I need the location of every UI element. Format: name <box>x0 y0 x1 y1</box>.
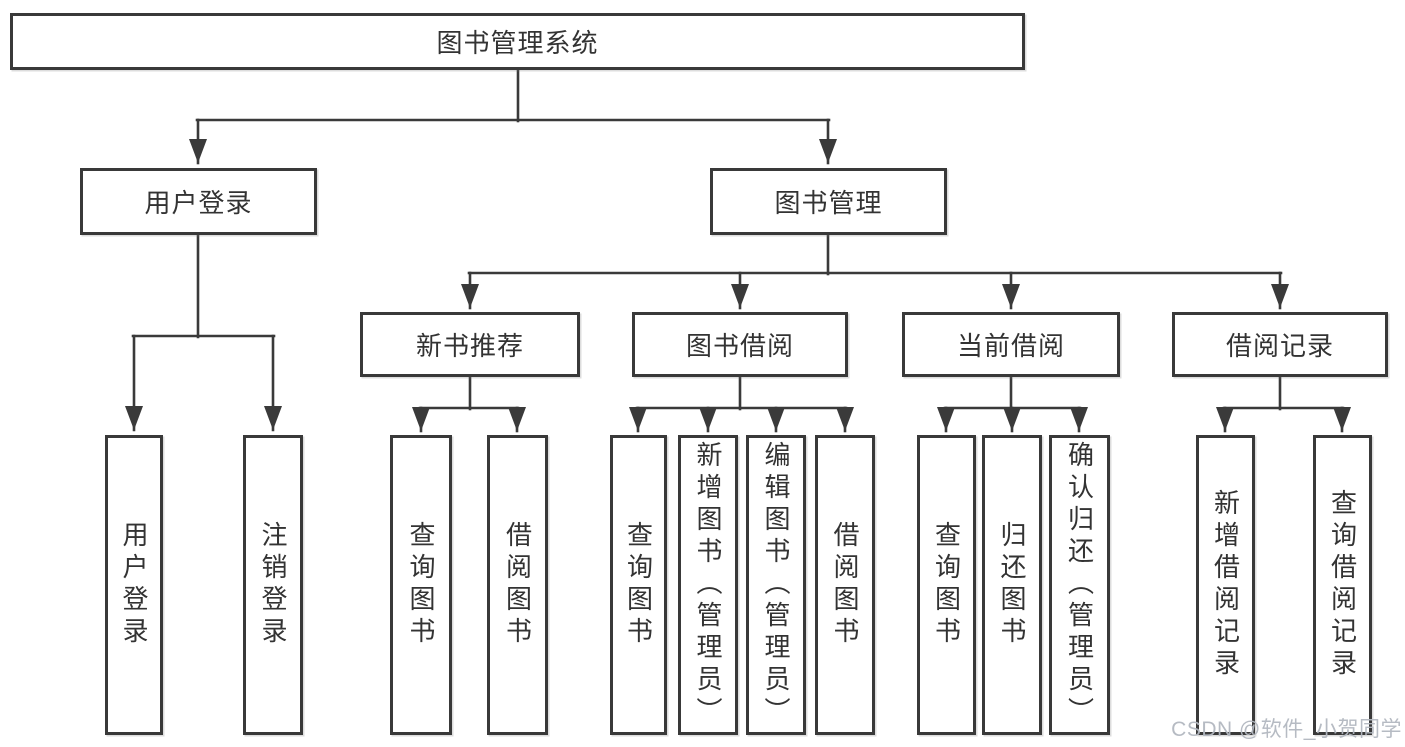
node-leaf-add-books-admin: 新增图书（管理员） <box>678 435 738 735</box>
node-leaf-return-books: 归还图书 <box>982 435 1042 735</box>
connector-current-borrowing-to-leaves <box>937 375 1088 433</box>
connector-borrowing-records-to-leaves <box>1216 375 1351 433</box>
node-book-management: 图书管理 <box>710 168 947 235</box>
node-user-login: 用户登录 <box>80 168 317 235</box>
node-leaf-edit-books-admin: 编辑图书（管理员） <box>746 435 806 735</box>
connector-root-to-level2 <box>189 68 837 165</box>
node-leaf-query-books-recommend: 查询图书 <box>390 435 452 735</box>
node-leaf-query-books-current: 查询图书 <box>917 435 976 735</box>
csdn-watermark: CSDN @软件_小贺同学 <box>1171 718 1402 741</box>
node-leaf-user-login: 用户登录 <box>105 435 163 735</box>
node-current-borrowing: 当前借阅 <box>902 312 1120 377</box>
node-new-book-recommend: 新书推荐 <box>360 312 580 377</box>
connector-book-borrowing-to-leaves <box>629 375 854 433</box>
node-library-management-system: 图书管理系统 <box>10 13 1025 70</box>
node-leaf-add-borrow-record: 新增借阅记录 <box>1196 435 1255 735</box>
node-borrowing-records: 借阅记录 <box>1172 312 1388 377</box>
connector-user-login-to-leaves <box>125 233 282 432</box>
node-book-borrowing: 图书借阅 <box>632 312 848 377</box>
node-leaf-query-books-borrowing: 查询图书 <box>610 435 667 735</box>
node-leaf-logout: 注销登录 <box>243 435 303 735</box>
connector-new-book-recommend-to-leaves <box>412 375 526 433</box>
node-leaf-confirm-return-admin: 确认归还（管理员） <box>1049 435 1110 735</box>
connector-book-management-to-level3 <box>461 233 1289 310</box>
node-leaf-borrow-books-borrowing: 借阅图书 <box>815 435 875 735</box>
node-leaf-borrow-books-recommend: 借阅图书 <box>487 435 548 735</box>
node-leaf-query-borrow-record: 查询借阅记录 <box>1313 435 1372 735</box>
